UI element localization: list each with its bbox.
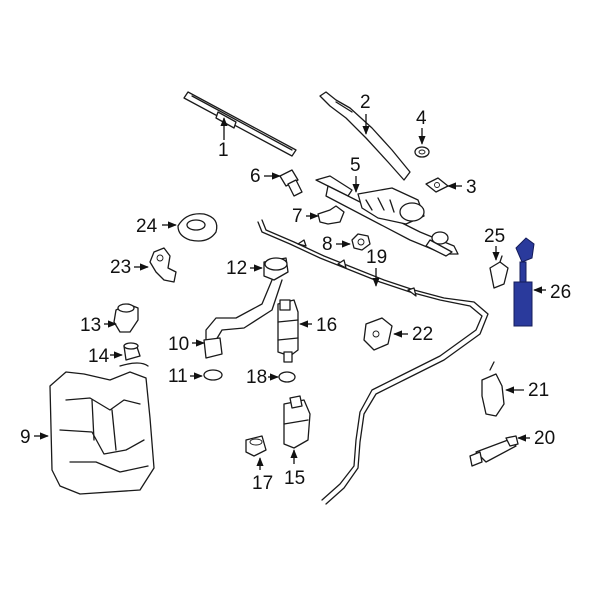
filler-neck-part[interactable] bbox=[203, 279, 283, 359]
callout-8: 8 bbox=[322, 234, 351, 255]
callout-25: 25 bbox=[484, 226, 505, 261]
callout-23: 23 bbox=[110, 257, 149, 278]
check-valve-part-20[interactable] bbox=[469, 435, 519, 467]
svg-text:24: 24 bbox=[136, 216, 158, 237]
callout-1: 1 bbox=[218, 117, 229, 161]
svg-text:4: 4 bbox=[416, 108, 427, 129]
callout-16: 16 bbox=[299, 315, 337, 336]
svg-text:1: 1 bbox=[218, 140, 229, 161]
nozzle-part-22[interactable] bbox=[363, 317, 393, 351]
svg-text:17: 17 bbox=[252, 473, 273, 494]
svg-text:11: 11 bbox=[168, 366, 188, 387]
svg-text:12: 12 bbox=[226, 258, 247, 279]
callout-2: 2 bbox=[360, 92, 371, 135]
callout-15: 15 bbox=[284, 449, 305, 489]
callout-24: 24 bbox=[136, 216, 177, 237]
wiper-blade-part[interactable] bbox=[183, 91, 297, 157]
callout-18: 18 bbox=[246, 367, 279, 388]
nut-part-8[interactable] bbox=[351, 233, 371, 251]
grommet-part-17[interactable] bbox=[245, 435, 267, 457]
elbow-part-12[interactable] bbox=[263, 257, 289, 281]
svg-text:16: 16 bbox=[316, 315, 337, 336]
svg-text:8: 8 bbox=[322, 234, 333, 255]
callout-21: 21 bbox=[505, 380, 549, 401]
callout-3: 3 bbox=[447, 177, 477, 198]
svg-text:7: 7 bbox=[292, 206, 303, 227]
callout-11: 11 bbox=[168, 366, 203, 387]
callout-9: 9 bbox=[20, 427, 49, 448]
callout-26: 26 bbox=[533, 282, 571, 303]
grommet-part-4[interactable] bbox=[414, 146, 430, 158]
washer-hose-part[interactable] bbox=[257, 219, 489, 505]
svg-text:13: 13 bbox=[80, 315, 101, 336]
svg-text:14: 14 bbox=[88, 346, 110, 367]
callout-10: 10 bbox=[168, 334, 205, 355]
o-ring-part-11[interactable] bbox=[203, 369, 223, 381]
wiper-linkage-part[interactable] bbox=[315, 175, 459, 257]
callout-4: 4 bbox=[416, 108, 427, 145]
callout-6: 6 bbox=[250, 166, 281, 187]
svg-text:22: 22 bbox=[412, 324, 433, 345]
svg-text:3: 3 bbox=[466, 177, 477, 198]
o-ring-part-18[interactable] bbox=[278, 371, 296, 383]
svg-text:25: 25 bbox=[484, 226, 505, 247]
svg-text:6: 6 bbox=[250, 166, 261, 187]
washer-pump-part-15[interactable] bbox=[283, 395, 311, 449]
callout-13: 13 bbox=[80, 315, 117, 336]
callout-7: 7 bbox=[292, 206, 319, 227]
svg-text:19: 19 bbox=[366, 247, 387, 268]
sensor-part-26-highlighted[interactable] bbox=[513, 237, 535, 327]
svg-text:20: 20 bbox=[534, 428, 555, 449]
wiper-arm-part[interactable] bbox=[319, 91, 411, 181]
svg-text:21: 21 bbox=[528, 380, 549, 401]
bolt-part-6[interactable] bbox=[279, 169, 303, 197]
cap-part-14[interactable] bbox=[123, 342, 141, 361]
washer-pump-part-16[interactable] bbox=[277, 299, 299, 363]
callout-17: 17 bbox=[252, 457, 273, 494]
callout-20: 20 bbox=[517, 428, 555, 449]
svg-text:18: 18 bbox=[246, 367, 267, 388]
pad-part-3[interactable] bbox=[425, 177, 449, 193]
svg-text:23: 23 bbox=[110, 257, 131, 278]
svg-text:5: 5 bbox=[350, 155, 361, 176]
svg-text:26: 26 bbox=[550, 282, 571, 303]
svg-text:2: 2 bbox=[360, 92, 371, 113]
callout-14: 14 bbox=[88, 346, 123, 367]
svg-text:10: 10 bbox=[168, 334, 189, 355]
svg-text:9: 9 bbox=[20, 427, 31, 448]
connector-part-23[interactable] bbox=[149, 247, 177, 283]
svg-text:15: 15 bbox=[284, 468, 305, 489]
nozzle-part-21[interactable] bbox=[481, 361, 505, 417]
callout-12: 12 bbox=[226, 258, 263, 279]
reservoir-tank-part[interactable] bbox=[49, 362, 155, 495]
callout-19: 19 bbox=[366, 247, 387, 287]
connector-part-25[interactable] bbox=[489, 255, 509, 289]
valve-part-13[interactable] bbox=[113, 303, 139, 333]
bracket-part-7[interactable] bbox=[317, 205, 345, 225]
plug-part-24[interactable] bbox=[177, 213, 218, 242]
callout-5: 5 bbox=[350, 155, 361, 193]
callout-22: 22 bbox=[393, 324, 433, 345]
